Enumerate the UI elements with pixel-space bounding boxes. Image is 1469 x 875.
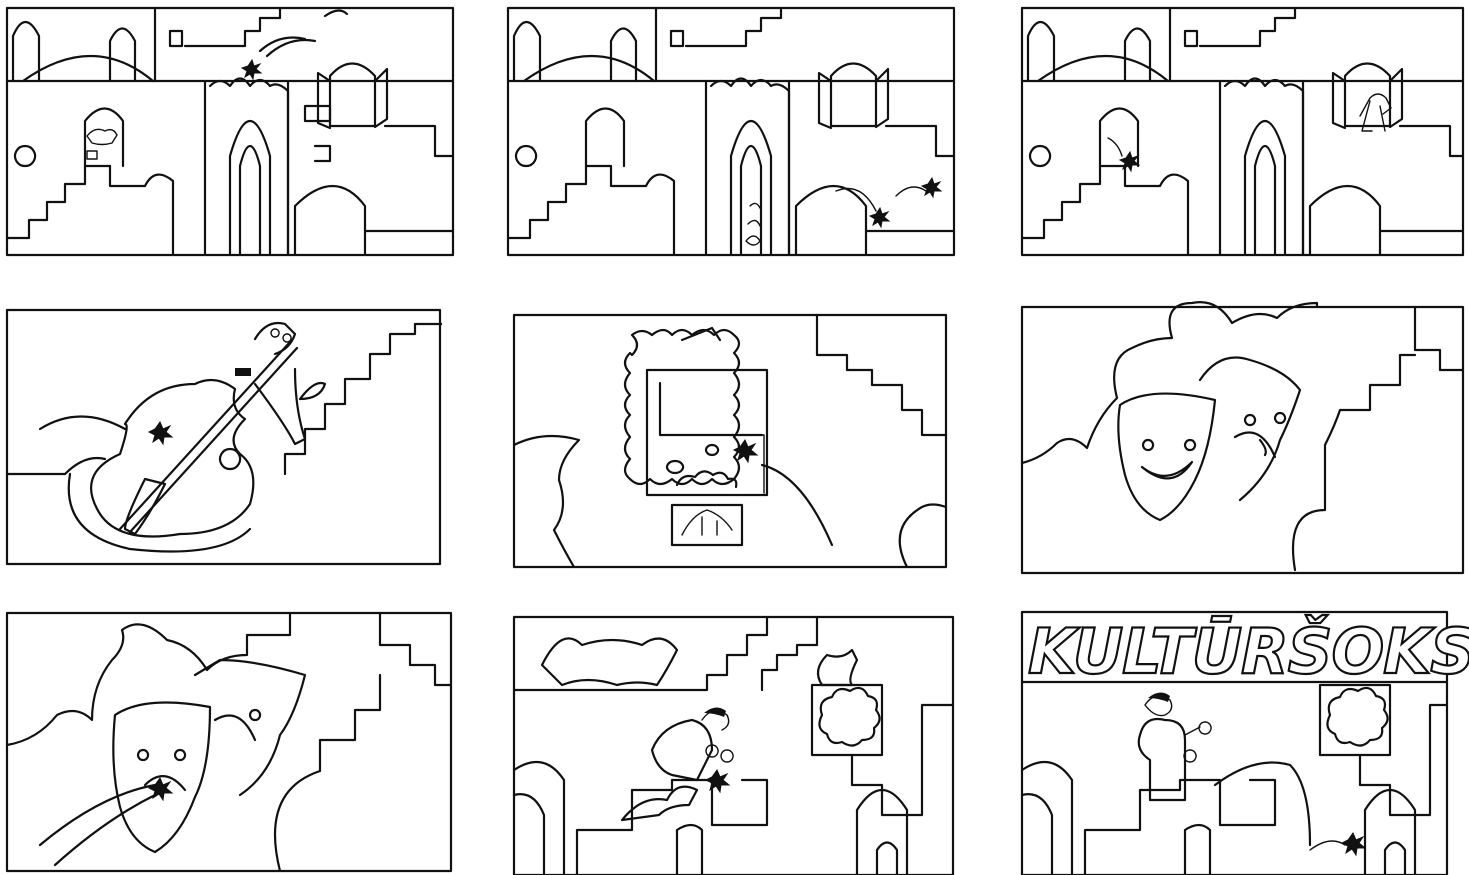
frame-5-sketch <box>512 313 948 569</box>
storyboard-frame-6 <box>1020 295 1465 577</box>
frame-3-sketch <box>1020 6 1465 257</box>
storyboard-frame-1 <box>5 6 455 259</box>
storyboard-frame-4 <box>5 304 442 568</box>
storyboard-frame-5 <box>512 295 948 570</box>
storyboard-frame-3 <box>1020 6 1465 259</box>
splat-mark <box>1340 831 1367 857</box>
frame-6-sketch <box>1020 301 1465 575</box>
splat-mark <box>147 420 174 446</box>
storyboard-frame-8 <box>512 605 955 875</box>
frame-9-sketch: KULTŪRŠOKS <box>1020 610 1469 875</box>
frame-7-sketch <box>5 611 453 873</box>
storyboard-frame-2 <box>506 6 956 259</box>
splat-mark <box>920 176 943 199</box>
frame-2-sketch <box>506 6 956 257</box>
frame-8-sketch <box>512 615 955 875</box>
storyboard-frame-9: KULTŪRŠOKS <box>1020 610 1469 875</box>
storyboard-frame-7 <box>5 595 453 875</box>
splat-mark <box>1118 150 1141 173</box>
title-lettering: KULTŪRŠOKS <box>1028 615 1469 688</box>
splat-mark <box>240 58 263 81</box>
cello <box>90 378 255 538</box>
splat-mark <box>704 768 731 794</box>
splat-mark <box>732 438 759 464</box>
frame-4-sketch <box>5 308 442 566</box>
frame-1-sketch <box>5 6 455 257</box>
splat-mark <box>868 206 891 229</box>
